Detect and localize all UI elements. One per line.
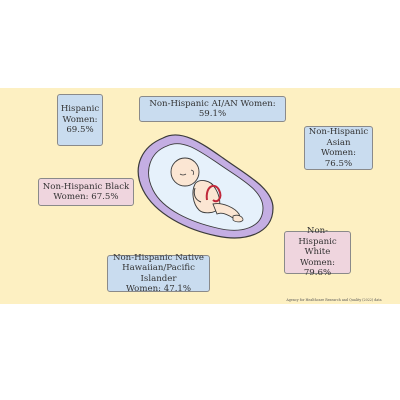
fetus-ear-icon bbox=[190, 169, 195, 176]
label-white-women: Non-Hispanic White Women: 79.6% bbox=[284, 226, 351, 278]
label-hispanic-women: Hispanic Women: 69.5% bbox=[57, 94, 103, 146]
source-citation: Agency for Healthcare Research and Quali… bbox=[286, 298, 382, 302]
fetus-head-icon bbox=[170, 157, 200, 187]
label-aian-women: Non-Hispanic AI/AN Women: 59.1% bbox=[139, 96, 286, 122]
label-asian-women: Non-Hispanic Asian Women: 76.5% bbox=[304, 126, 373, 170]
fetus-arm-icon bbox=[193, 187, 202, 203]
label-black-women: Non-Hispanic Black Women: 67.5% bbox=[38, 178, 134, 206]
fetus-in-womb-icon bbox=[137, 134, 274, 239]
label-nhpi-women: Non-Hispanic Native Hawaiian/Pacific Isl… bbox=[107, 253, 210, 294]
fetus-eye-icon bbox=[179, 173, 187, 176]
fetus-foot-icon bbox=[232, 214, 244, 223]
umbilical-cord-icon bbox=[205, 184, 222, 203]
